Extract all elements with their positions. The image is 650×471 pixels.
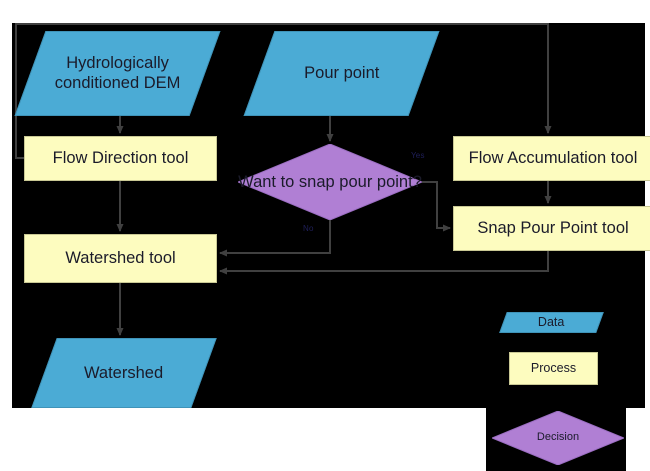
node-flow-accumulation-tool[interactable]: Flow Accumulation tool: [453, 136, 650, 181]
node-want-to-snap-pour-point-decision[interactable]: Want to snap pour point?: [238, 144, 422, 220]
legend-item-decision: Decision: [492, 411, 624, 465]
node-flow-direction-tool[interactable]: Flow Direction tool: [24, 136, 217, 181]
node-pour-point[interactable]: Pour point: [243, 31, 440, 116]
node-hydrologically-conditioned-dem[interactable]: Hydrologically conditioned DEM: [14, 31, 221, 116]
legend-label: Data: [538, 314, 565, 329]
node-watershed[interactable]: Watershed: [31, 338, 217, 408]
legend-item-data: Data: [499, 312, 604, 333]
decision-diamond-shape: [238, 144, 422, 220]
decision-diamond-shape: [492, 411, 624, 465]
legend-label: Decision: [536, 431, 580, 444]
node-label: Hydrologically conditioned DEM: [54, 54, 181, 93]
edge-label-yes: Yes: [411, 151, 425, 160]
node-label: Pour point: [303, 64, 380, 83]
node-label: Want to snap pour point?: [238, 172, 422, 191]
edge-label-no: No: [303, 224, 314, 233]
legend-item-process: Process: [509, 352, 598, 385]
node-label: Watershed: [84, 363, 164, 382]
node-snap-pour-point-tool[interactable]: Snap Pour Point tool: [453, 206, 650, 251]
node-watershed-tool[interactable]: Watershed tool: [24, 234, 217, 283]
